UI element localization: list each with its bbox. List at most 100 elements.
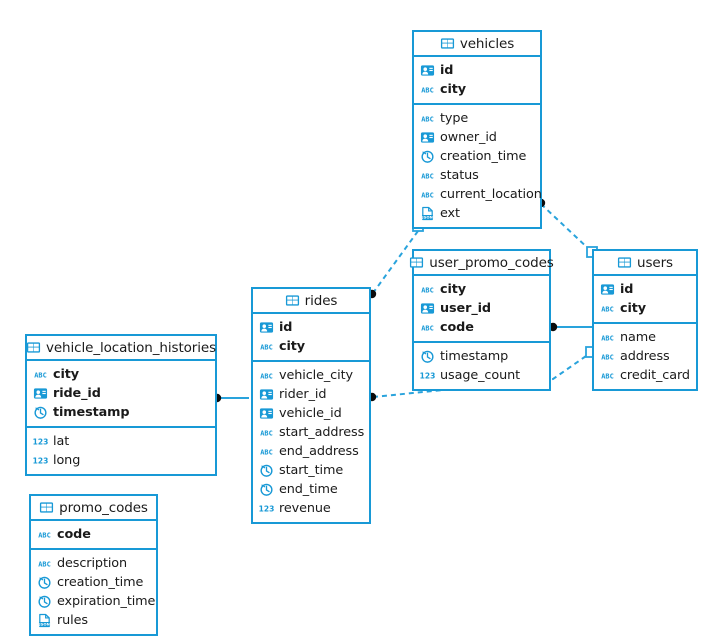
- field-row[interactable]: ABC city: [594, 299, 696, 318]
- field-row[interactable]: id: [253, 318, 369, 337]
- abc-string-icon: ABC: [421, 115, 434, 123]
- field-row[interactable]: id: [414, 61, 540, 80]
- clock-timestamp-icon: [421, 150, 434, 163]
- relationship-user_promo_codes-to-users[interactable]: [548, 322, 592, 332]
- entity-header-users[interactable]: users: [594, 251, 696, 276]
- identity-key-icon: [420, 65, 435, 76]
- svg-text:JSON: JSON: [38, 621, 50, 626]
- primary-key-group: ABC code: [31, 521, 156, 550]
- field-name: start_time: [279, 463, 344, 478]
- relationship-rides-to-vehicle_location_histories[interactable]: [212, 393, 249, 403]
- table-icon: [617, 257, 632, 268]
- field-row[interactable]: ABC credit_card: [594, 366, 696, 385]
- field-row[interactable]: end_time: [253, 480, 369, 499]
- field-row[interactable]: timestamp: [27, 403, 215, 422]
- svg-text:ABC: ABC: [38, 560, 51, 568]
- entity-header-vehicle_location_histories[interactable]: vehicle_location_histories: [26, 336, 216, 361]
- svg-text:ABC: ABC: [260, 448, 273, 456]
- svg-text:ABC: ABC: [260, 372, 273, 380]
- abc-string-icon: ABC: [421, 286, 434, 294]
- clock-timestamp-icon: [260, 483, 273, 496]
- abc-string-icon: ABC: [34, 371, 47, 379]
- entity-header-promo_codes[interactable]: promo_codes: [31, 496, 156, 521]
- field-name: city: [53, 367, 80, 382]
- field-name: start_address: [279, 425, 365, 440]
- entity-header-vehicles[interactable]: vehicles: [414, 32, 540, 57]
- entity-title: user_promo_codes: [429, 254, 554, 271]
- field-row[interactable]: expiration_time: [31, 592, 156, 611]
- svg-text:123: 123: [33, 457, 49, 466]
- field-row[interactable]: ABC city: [27, 365, 215, 384]
- clock-timestamp-icon: [260, 464, 273, 477]
- field-row[interactable]: ride_id: [27, 384, 215, 403]
- field-row[interactable]: ABC code: [31, 525, 156, 544]
- identity-key-icon: [259, 389, 274, 400]
- abc-string-icon: ABC: [601, 372, 614, 380]
- field-name: code: [57, 527, 91, 542]
- entity-header-rides[interactable]: rides: [253, 289, 369, 314]
- field-row[interactable]: start_time: [253, 461, 369, 480]
- svg-text:ABC: ABC: [421, 172, 434, 180]
- field-name: current_location: [440, 187, 542, 202]
- table-icon: [26, 342, 41, 353]
- field-row[interactable]: creation_time: [31, 573, 156, 592]
- field-row[interactable]: id: [594, 280, 696, 299]
- clock-timestamp-icon: [38, 595, 51, 608]
- table-icon: [410, 257, 424, 268]
- field-name: credit_card: [620, 368, 690, 383]
- clock-timestamp-icon: [38, 576, 51, 589]
- abc-string-icon: ABC: [38, 531, 51, 539]
- table-icon: [40, 502, 54, 513]
- abc-string-icon: ABC: [421, 191, 434, 199]
- field-row[interactable]: timestamp: [414, 347, 549, 366]
- field-row[interactable]: user_id: [414, 299, 549, 318]
- field-name: timestamp: [440, 349, 509, 364]
- identity-key-icon: [420, 132, 435, 143]
- entity-header-user_promo_codes[interactable]: user_promo_codes: [410, 251, 554, 276]
- abc-string-icon: ABC: [38, 560, 51, 568]
- svg-text:ABC: ABC: [34, 371, 47, 379]
- field-row[interactable]: ABC current_location: [414, 185, 542, 204]
- field-name: city: [620, 301, 647, 316]
- field-row[interactable]: vehicle_id: [253, 404, 369, 423]
- abc-string-icon: ABC: [260, 372, 273, 380]
- field-row[interactable]: owner_id: [414, 128, 540, 147]
- 123-number-icon: 123: [33, 438, 49, 447]
- field-row[interactable]: rider_id: [253, 385, 369, 404]
- abc-string-icon: ABC: [601, 353, 614, 361]
- field-name: city: [279, 339, 306, 354]
- field-row[interactable]: creation_time: [414, 147, 540, 166]
- field-name: ride_id: [53, 386, 101, 401]
- abc-string-icon: ABC: [601, 305, 614, 313]
- field-name: vehicle_id: [279, 406, 342, 421]
